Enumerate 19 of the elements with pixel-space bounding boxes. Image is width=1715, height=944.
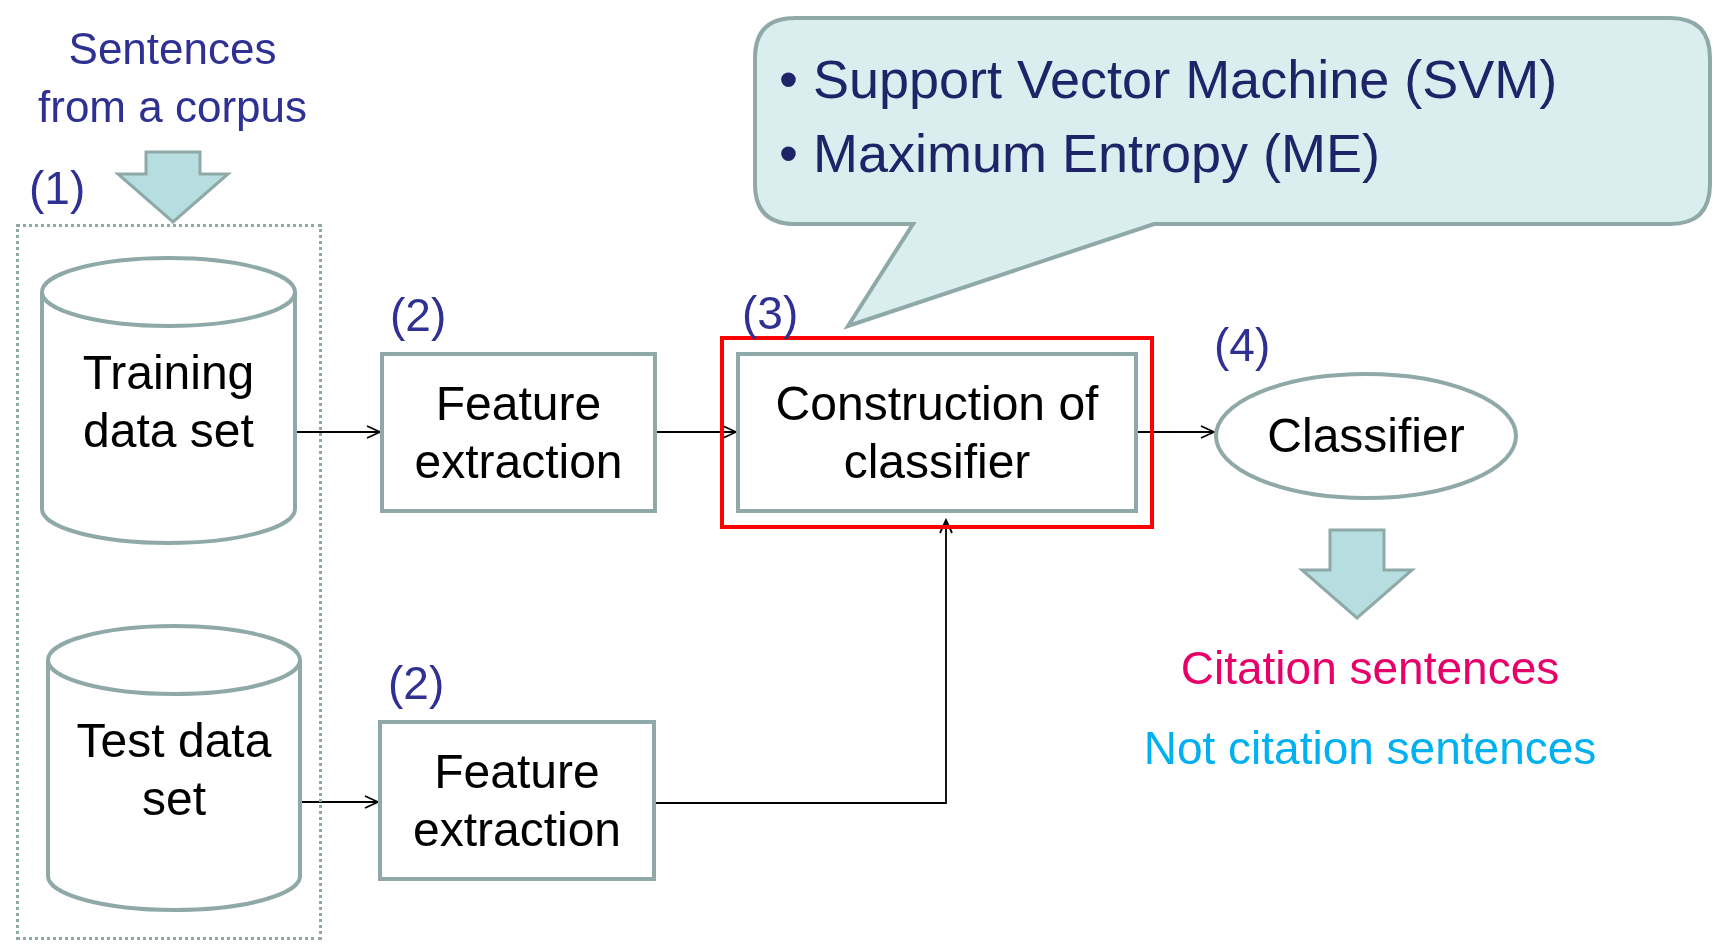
caption-text: Citation sentences <box>1179 641 1561 696</box>
caption-text: Sentences from a corpus <box>37 23 308 133</box>
block-arrow <box>114 150 232 224</box>
node-label: Test data set <box>75 713 273 827</box>
arrow <box>656 425 737 439</box>
node-label: Construction of classifier <box>774 375 1100 490</box>
block-arrow <box>1298 528 1416 620</box>
arrow <box>301 795 379 809</box>
bullet-item: • Maximum Entropy (ME) <box>779 122 1381 185</box>
process-box <box>736 352 1138 513</box>
caption-text: Not citation sentences <box>1142 721 1598 776</box>
node-label: Classifier <box>1266 408 1466 464</box>
node-label: Feature extraction <box>413 375 624 490</box>
node-label: Feature extraction <box>411 743 623 858</box>
arrow <box>655 519 953 804</box>
arrow <box>1137 425 1215 439</box>
arrow <box>296 425 381 439</box>
node-label: Training data set <box>81 345 256 459</box>
bullet-item: • Support Vector Machine (SVM) <box>779 48 1559 111</box>
